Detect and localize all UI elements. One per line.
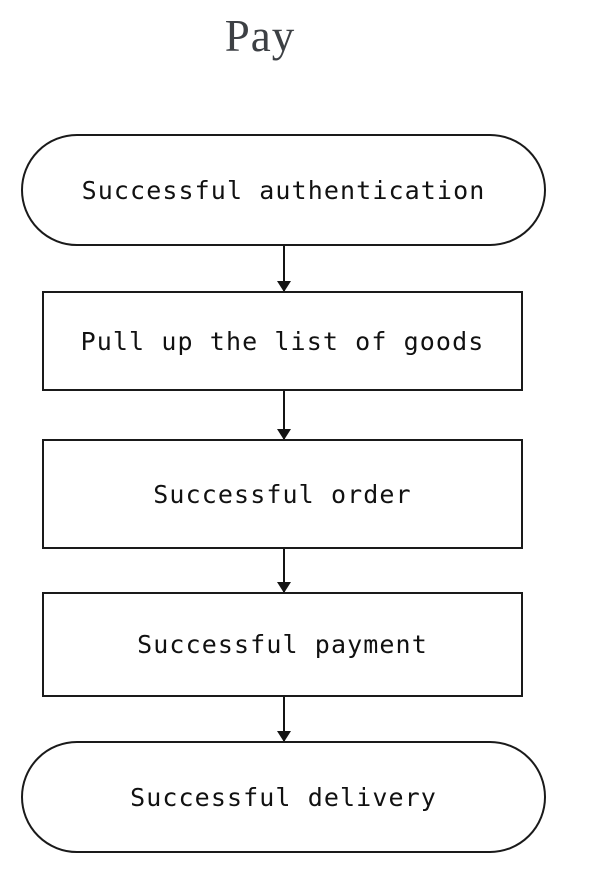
flow-node-label: Successful authentication	[81, 175, 486, 205]
flow-node-successful-authentication[interactable]: Successful authentication	[21, 134, 546, 246]
arrow-down-icon	[283, 246, 285, 291]
arrow-down-icon	[283, 549, 285, 592]
flow-node-successful-order[interactable]: Successful order	[42, 439, 523, 549]
flow-node-label: Successful payment	[137, 630, 428, 659]
page-title: Pay	[224, 11, 296, 61]
flow-node-label: Pull up the list of goods	[80, 326, 485, 356]
flow-node-label: Successful delivery	[130, 782, 437, 812]
flow-node-successful-payment[interactable]: Successful payment	[42, 592, 523, 697]
arrow-down-icon	[283, 697, 285, 741]
flow-node-pull-up-the-list-of-goods[interactable]: Pull up the list of goods	[42, 291, 523, 391]
arrow-down-icon	[283, 391, 285, 439]
flow-node-label: Successful order	[153, 479, 412, 509]
flow-node-successful-delivery[interactable]: Successful delivery	[21, 741, 546, 853]
